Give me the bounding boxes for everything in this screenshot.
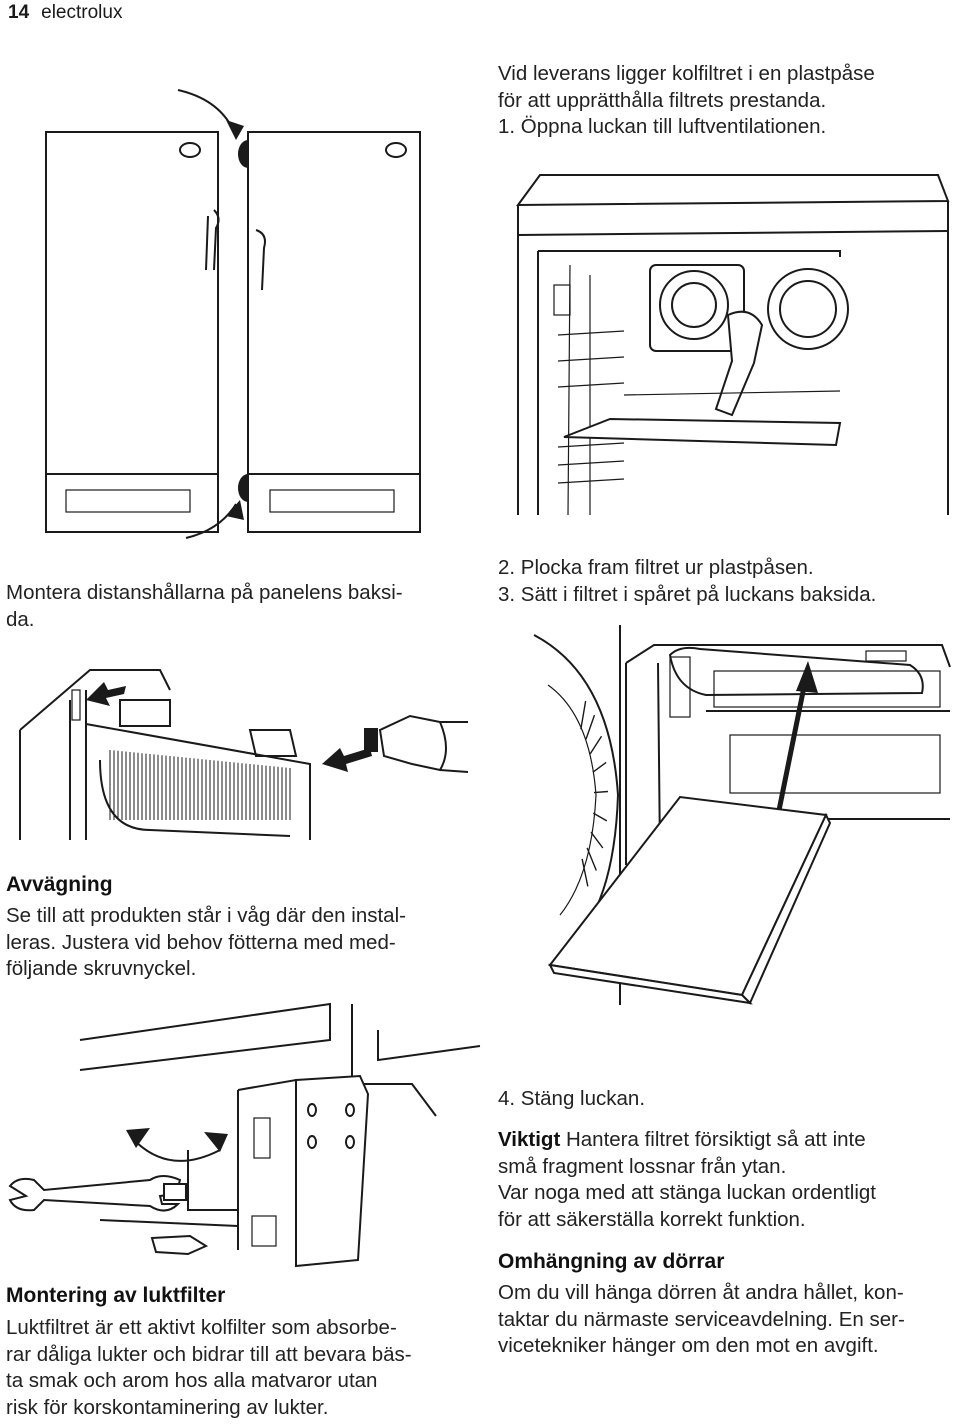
- viktigt-line-4: för att säkerställa korrekt funktion.: [498, 1207, 806, 1231]
- luktfilter-line-2: rar dåliga lukter och bidrar till att be…: [6, 1342, 412, 1366]
- omhangning-heading: Omhängning av dörrar: [498, 1250, 725, 1273]
- two-panels-spacers-illustration: [45, 89, 421, 539]
- avvagning-line-2: leras. Justera vid behov fötterna med me…: [6, 930, 396, 954]
- page-number: 14: [8, 2, 30, 23]
- vent-slit: [590, 831, 604, 849]
- omhangning-line-2: taktar du närmaste serviceavdelning. En …: [498, 1307, 905, 1331]
- avvagning-line-3: följande skruvnyckel.: [6, 957, 197, 980]
- omhangning-line-1: Om du vill hänga dörren åt andra hållet,…: [498, 1281, 904, 1304]
- luktfilter-section: Montering av luktfilter Luktfiltret är e…: [6, 1283, 486, 1421]
- avvagning-line-1: Se till att produkten står i våg där den…: [6, 904, 406, 927]
- luktfilter-line-3: ta smak och arom hos alla matvaror utan: [6, 1369, 378, 1392]
- brand-name: electrolux: [41, 2, 123, 23]
- insert-spacer-back-illustration: [19, 669, 469, 840]
- vent-slit: [585, 714, 596, 740]
- insert-filter-illustration: [533, 625, 951, 1005]
- omhangning-line-3: vicetekniker hänger om den mot en avgift…: [498, 1334, 879, 1357]
- avvagning-heading: Avvägning: [6, 873, 113, 896]
- caption-line-2: da.: [6, 607, 35, 631]
- filter-intro-text: Vid leverans ligger kolfiltret i en plas…: [498, 61, 875, 141]
- intro-line-1: Vid leverans ligger kolfiltret i en plas…: [498, 62, 875, 85]
- vent-slit: [592, 812, 608, 822]
- page-header: 14 electrolux: [8, 2, 122, 24]
- vent-slit: [589, 735, 603, 755]
- step-2: 2. Plocka fram filtret ur plastpåsen.: [498, 556, 814, 579]
- vent-slit: [592, 761, 607, 773]
- luktfilter-line-1: Luktfiltret är ett aktivt kolfilter som …: [6, 1316, 397, 1339]
- vent-slit: [580, 700, 587, 730]
- viktigt-line-1-text: Hantera filtret försiktigt så att inte: [560, 1128, 866, 1151]
- filter-steps-text: 2. Plocka fram filtret ur plastpåsen. 3.…: [498, 555, 876, 608]
- vent-slit: [581, 858, 589, 887]
- luktfilter-heading: Montering av luktfilter: [6, 1284, 226, 1307]
- intro-line-2: för att upprätthålla filtrets prestanda.: [498, 88, 827, 112]
- avvagning-section: Avvägning Se till att produkten står i v…: [6, 872, 476, 983]
- vent-slit: [593, 790, 609, 794]
- caption-line-1: Montera distanshållarna på panelens baks…: [6, 581, 403, 604]
- step-3: 3. Sätt i filtret i spåret på luckans ba…: [498, 582, 877, 606]
- spacer-caption-text: Montera distanshållarna på panelens baks…: [6, 580, 403, 633]
- vent-slit: [586, 847, 597, 871]
- step-4: 4. Stäng luckan.: [498, 1087, 646, 1110]
- viktigt-line-1: Viktigt Hantera filtret försiktigt så at…: [498, 1127, 876, 1154]
- intro-line-3: 1. Öppna luckan till luftventilationen.: [498, 115, 827, 138]
- adjust-feet-wrench-illustration: [8, 1002, 481, 1268]
- open-vent-cover-illustration: [516, 174, 950, 516]
- omhangning-section: Omhängning av dörrar Om du vill hänga dö…: [498, 1249, 958, 1360]
- viktigt-label: Viktigt: [498, 1128, 561, 1151]
- viktigt-line-2: små fragment lossnar från ytan.: [498, 1154, 787, 1178]
- luktfilter-line-4: risk för korskontaminering av lukter.: [6, 1395, 329, 1419]
- viktigt-note: Viktigt Hantera filtret försiktigt så at…: [498, 1127, 876, 1233]
- viktigt-line-3: Var noga med att stänga luckan ordentlig…: [498, 1181, 876, 1204]
